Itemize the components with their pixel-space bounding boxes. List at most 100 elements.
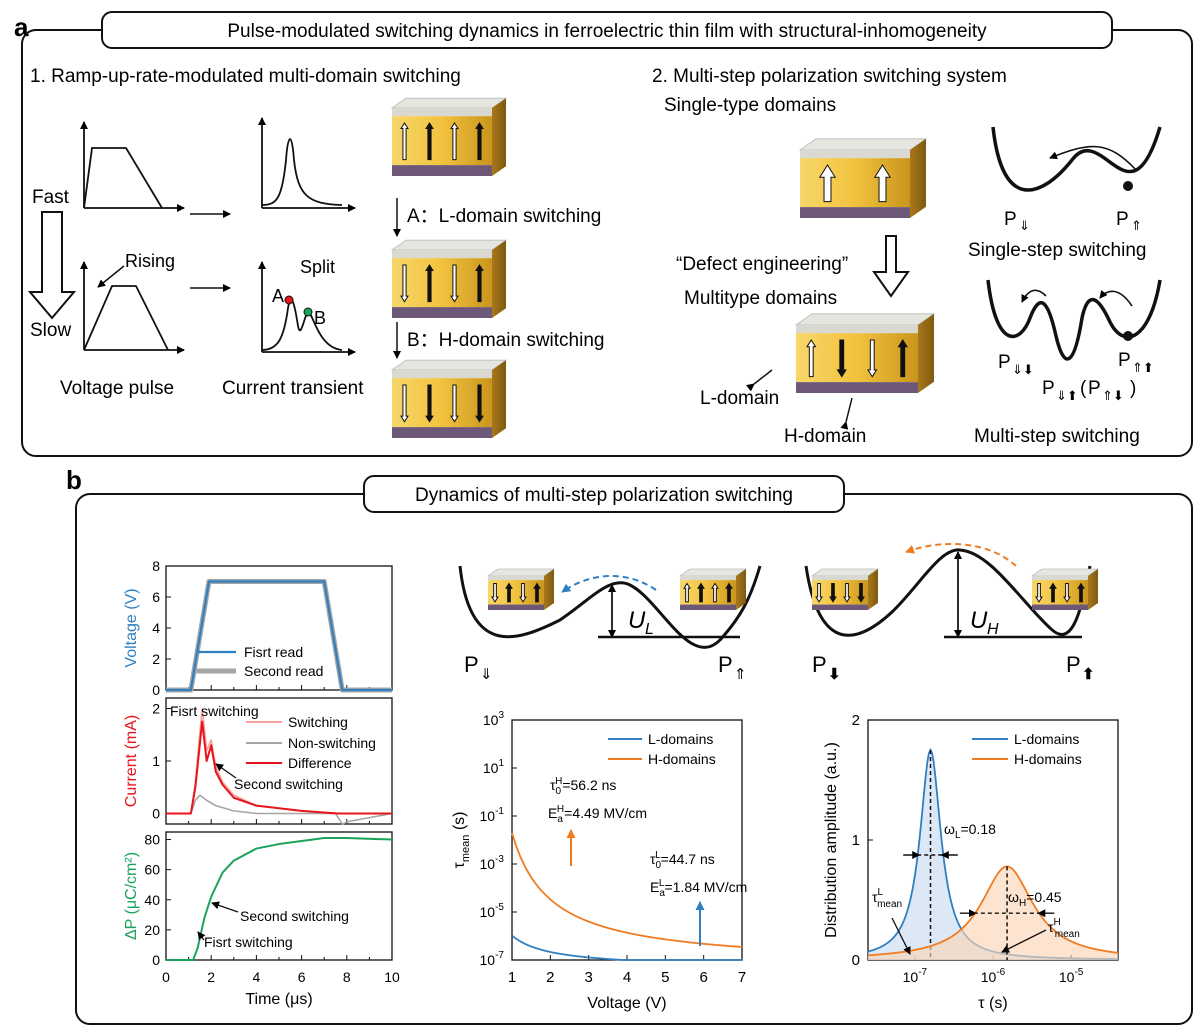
legend-label: Non-switching: [288, 735, 376, 751]
h-p-up: P: [1066, 652, 1081, 677]
cube-top-electrode: [680, 576, 736, 581]
current-transient-fast: [258, 117, 356, 212]
y-axis-label: τmean (s): [451, 812, 472, 869]
cube-substrate: [392, 427, 492, 438]
l-domain-arrow: [815, 582, 823, 603]
single-p-up: P: [1116, 209, 1129, 230]
legend-label: L-domains: [1014, 731, 1079, 747]
multi-p-3: P: [1042, 378, 1055, 399]
section2-heading: 2. Multi-step polarization switching sys…: [652, 66, 1007, 87]
h-p-down: P: [812, 652, 827, 677]
x-tick-label: 10-7: [903, 967, 928, 985]
h-domain-label: H-domain: [784, 426, 866, 447]
l-domain-arrow: [491, 582, 499, 603]
point-a-marker: [284, 295, 294, 305]
y-tick-label: 1: [152, 753, 160, 769]
y-tick-label: 4: [152, 620, 160, 636]
fast-label: Fast: [32, 187, 70, 208]
h-domain-arrow: [836, 339, 847, 378]
y-tick-label: 0: [852, 952, 860, 969]
uh-subscript: H: [987, 621, 999, 638]
y-tick-label: 10-5: [480, 902, 505, 920]
defect-engineering-label: “Defect engineering”: [676, 254, 848, 275]
l-domain-arrow: [711, 582, 719, 603]
l-domain-arrow: [400, 122, 409, 161]
x-axis-label: Time (μs): [245, 991, 312, 1008]
annotation-pointer: [197, 931, 206, 941]
h-p-down-sub: ⬇: [828, 666, 841, 683]
x-tick-label: 10: [384, 969, 400, 985]
h-domain-arrow: [1077, 582, 1085, 603]
panel-a-label: a: [14, 12, 29, 42]
l-domain-energy-landscape: [458, 565, 762, 649]
step-a-label: A：L-domain switching: [407, 206, 601, 227]
cube-side-face: [492, 98, 506, 176]
cube-substrate: [680, 604, 736, 610]
h-domain-arrow: [475, 264, 484, 303]
voltage-pulse-label: Voltage pulse: [60, 378, 174, 399]
ul-label: U: [628, 607, 646, 634]
panel-a-title-box: [101, 11, 1113, 49]
cube-side-face: [918, 313, 934, 393]
series-line: [166, 707, 392, 815]
annotation-first-switching: Fisrt switching: [204, 934, 293, 950]
small-cube-l-initial: [678, 568, 748, 610]
y-axis-label: ΔP (μC/cm²): [123, 852, 140, 940]
annotation-second-switching: Second switching: [234, 776, 343, 792]
x-tick-label: 7: [738, 969, 746, 986]
point-a-label: A: [272, 286, 284, 306]
annotation-second-switching: Second switching: [240, 908, 349, 924]
x-tick-label: 6: [699, 969, 707, 986]
h-domain-arrow: [505, 582, 513, 603]
cube-substrate: [392, 307, 492, 318]
h-domain-arrow: [475, 384, 484, 423]
multi-p-2: P: [1118, 350, 1131, 371]
cube-side-face: [910, 138, 926, 218]
point-b-marker: [303, 307, 313, 317]
x-tick-label: 4: [623, 969, 631, 986]
h-domain-energy-landscape: [804, 543, 1092, 639]
h-domain-arrow: [897, 339, 908, 378]
x-tick-label: 3: [584, 969, 592, 986]
section1-heading: 1. Ramp-up-rate-modulated multi-domain s…: [30, 66, 461, 87]
y-tick-label: 20: [144, 922, 160, 938]
voltage-pulse-fast: [80, 121, 185, 212]
film-cube-after-b: [390, 359, 508, 438]
single-step-label: Single-step switching: [968, 240, 1146, 261]
chart-annotation: ωH=0.45: [1008, 889, 1062, 909]
cube-top-electrode: [488, 576, 544, 581]
panel-b-title: Dynamics of multi-step polarization swit…: [415, 485, 793, 506]
y-axis-label: Voltage (V): [123, 588, 140, 667]
l-domain-arrow: [873, 164, 892, 203]
y-tick-label: 6: [152, 589, 160, 605]
cube-side-face: [492, 240, 506, 318]
cube-substrate: [392, 165, 492, 176]
paren-close: ): [1130, 378, 1136, 399]
l-domain-arrow: [450, 122, 459, 161]
h-p-up-sub: ⬆: [1082, 666, 1095, 683]
h-domain-arrow: [725, 582, 733, 603]
x-tick-label: 10-5: [1059, 967, 1084, 985]
cube-substrate: [796, 382, 918, 393]
y-tick-label: 0: [152, 952, 160, 968]
y-tick-label: 2: [152, 701, 160, 717]
multitype-label: Multitype domains: [684, 288, 837, 309]
legend-label: Second read: [244, 663, 323, 679]
series-line: [166, 794, 393, 825]
legend-label: Difference: [288, 755, 352, 771]
y-tick-label: 60: [144, 862, 160, 878]
panel-b-label: b: [66, 465, 82, 495]
legend-label: H-domains: [1014, 751, 1082, 767]
multitype-cube: [794, 313, 936, 393]
h-domain-arrow: [425, 264, 434, 303]
cube-film: [392, 116, 492, 166]
cube-top-face: [390, 239, 508, 251]
current-transient-slow: [258, 261, 356, 356]
cube-film: [1032, 580, 1088, 605]
multi-p-3-sub: ⇓⬆: [1056, 388, 1078, 403]
single-step-energy-well: [991, 126, 1162, 192]
cube-substrate: [1032, 604, 1088, 610]
slow-label: Slow: [30, 320, 71, 341]
annotation-pointer: [211, 901, 239, 913]
